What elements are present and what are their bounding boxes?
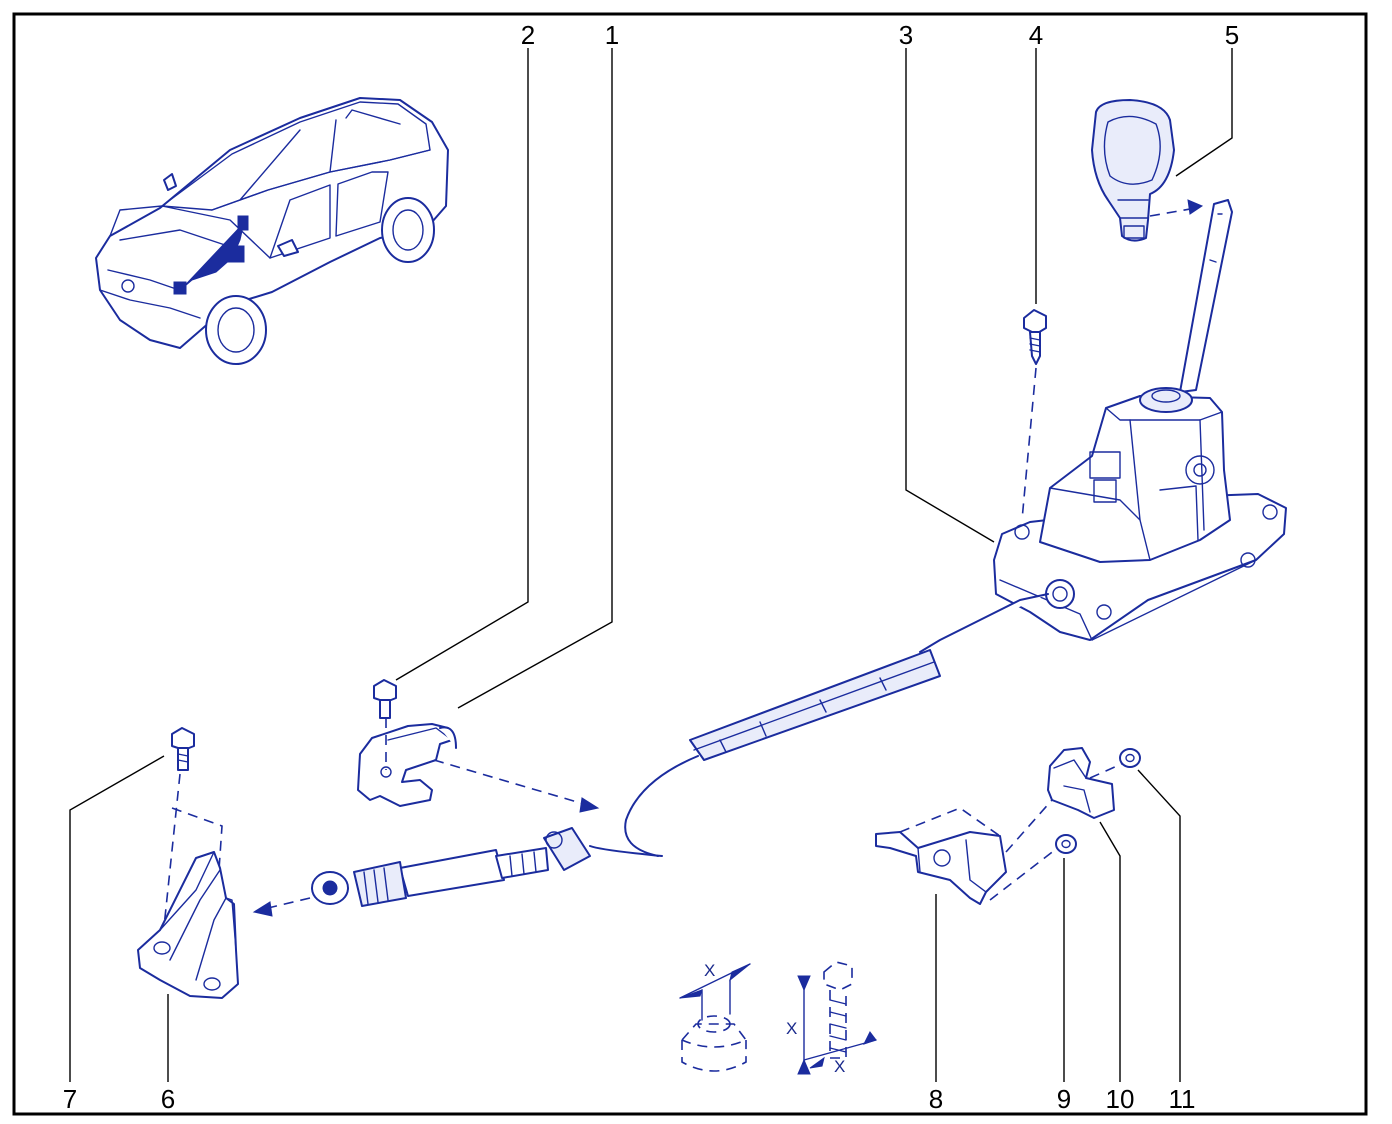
leader-10 [1099,821,1121,1082]
cable-clamp [1047,747,1115,819]
bolt-dimension-detail: X X [786,961,877,1076]
rear-wheel-icon [381,197,435,263]
screw-axis-line [1021,367,1037,521]
callout-6: 6 [161,1084,175,1114]
bracket-screw-axis-2 [171,807,223,973]
callout-numbers: 2 1 3 4 5 7 6 8 9 10 11 [63,20,1239,1114]
callout-10: 10 [1106,1084,1135,1114]
support-bracket [137,851,239,999]
bolt-diameter-label: X [834,1057,845,1076]
nut-dimension-detail: X [679,961,751,1072]
callout-7: 7 [63,1084,77,1114]
callout-11: 11 [1169,1084,1196,1114]
cable-clip-bracket [357,723,457,807]
callout-5: 5 [1225,20,1239,50]
clip-to-cable-arrow [433,759,585,805]
cable-to-bracket-arrow [267,897,311,909]
mounting-plate [875,807,1007,905]
callout-8: 8 [929,1084,943,1114]
car-icon [95,97,449,365]
callout-2: 2 [521,20,535,50]
leader-2 [395,48,529,681]
housing-screw [1023,309,1047,365]
logo-icon [121,279,135,293]
nut-dimension-label: X [704,961,715,980]
callout-4: 4 [1029,20,1043,50]
callout-3: 3 [899,20,913,50]
arrow-head [1187,199,1204,215]
arrow-head [252,901,273,917]
leader-11 [1137,769,1181,1082]
shift-cable [311,593,1049,907]
leader-3 [905,48,995,543]
leader-7 [69,755,165,1082]
nut-axis [1089,761,1127,779]
bracket-screw-axis [161,773,181,947]
frame-border [12,12,1368,1116]
washer [1055,834,1077,854]
knob-to-shaft-arrow [1149,207,1197,217]
leader-lines [69,48,1233,1082]
arrow-head [579,797,600,813]
small-nut [1119,748,1141,768]
front-wheel-icon [205,295,267,365]
leader-5 [1175,48,1233,177]
plate-axis [989,845,1061,901]
clip-screw [373,679,397,719]
callout-9: 9 [1057,1084,1071,1114]
bolt-length-label: X [786,1019,797,1038]
gear-knob [1091,99,1175,242]
leader-1 [457,48,613,709]
bracket-screw [171,727,195,771]
gear-lever-assembly [993,199,1287,641]
callout-1: 1 [605,20,619,50]
clamp-axis [1005,799,1053,853]
